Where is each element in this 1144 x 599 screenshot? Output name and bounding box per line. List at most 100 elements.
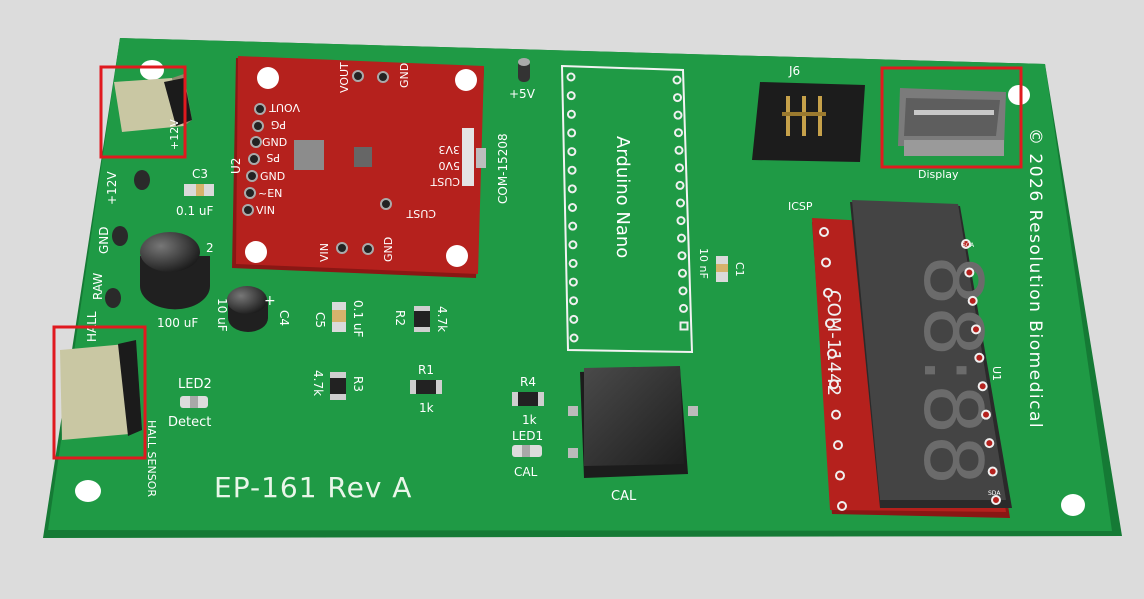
mount-hole-br — [1061, 494, 1085, 516]
regulator-breakout: VOUT PG GND PS GND ~EN VIN U2 VOUT GND V… — [229, 56, 486, 278]
hall-sensor-label: HALL SENSOR — [145, 420, 158, 497]
left-pad-group: +12V GND RAW HALL — [85, 170, 150, 342]
pin-hole — [819, 227, 829, 237]
svg-text:GND: GND — [262, 136, 287, 149]
copyright-text: © 2026 Resolution Biomedical — [1025, 128, 1045, 429]
pin-hole — [675, 163, 684, 173]
pad-gnd — [112, 226, 128, 246]
display-digits-top: 88:88 — [906, 255, 999, 486]
cal-button-label: CAL — [611, 489, 637, 504]
display-part: COM-11442 — [823, 290, 844, 396]
arduino-pins-right — [672, 75, 689, 331]
r2-ref: R2 — [393, 310, 407, 326]
pin-hole — [567, 184, 577, 194]
svg-text:3V3: 3V3 — [438, 143, 460, 156]
c2-ref: 2 — [206, 241, 214, 255]
regulator-left-pins: VOUT PG GND PS GND ~EN VIN — [242, 101, 300, 217]
test-point-5v: +5V — [509, 58, 536, 101]
resistor-r4: R4 1k — [512, 375, 544, 427]
power-connector: +12V — [99, 65, 192, 159]
regulator-ic — [354, 147, 372, 167]
cal-button[interactable]: CAL — [568, 366, 698, 504]
c5-value: 0.1 uF — [351, 300, 365, 338]
pad-12v — [134, 170, 150, 190]
pin-hole — [567, 128, 577, 138]
pin-hole — [568, 203, 577, 212]
r3-ref: R3 — [351, 376, 365, 392]
pin-hole — [567, 147, 577, 157]
r1-ref: R1 — [418, 363, 434, 377]
pad-raw — [105, 288, 121, 308]
arduino-label: Arduino Nano — [612, 136, 633, 258]
pin-hole — [566, 91, 576, 101]
pin-hole — [827, 348, 837, 359]
resistor-r1: R1 1k — [410, 363, 442, 415]
pin-hole — [678, 286, 688, 296]
display-pins-right — [961, 239, 1001, 505]
r2-value: 4.7k — [435, 306, 449, 332]
mount-hole-bl — [75, 480, 101, 502]
pin-hole — [833, 440, 843, 451]
pin-hole — [567, 165, 577, 175]
svg-text:GND: GND — [398, 63, 411, 88]
pin-hole — [568, 221, 578, 231]
pin-hole — [823, 287, 833, 298]
pin-hole — [991, 495, 1001, 505]
svg-text:GND: GND — [382, 237, 395, 262]
led-led2: LED2 Detect — [168, 377, 212, 430]
pin-hole — [675, 180, 685, 190]
display-connector: Display — [880, 66, 1023, 181]
c4-ref: C4 — [277, 310, 291, 326]
pin-hole — [566, 72, 576, 82]
pin-hole — [676, 216, 686, 226]
pin-hole — [569, 333, 579, 343]
c1-ref: C1 — [733, 262, 746, 277]
j6-label: J6 — [788, 64, 800, 78]
led-led1: LED1 CAL — [512, 429, 543, 479]
pad-label-gnd: GND — [97, 226, 111, 254]
svg-text:CUST: CUST — [430, 175, 460, 188]
board-title: EP-161 Rev A — [214, 471, 412, 504]
pin-hole — [825, 318, 835, 329]
svg-text:~EN: ~EN — [258, 187, 282, 200]
hall-sensor-connector: HALL SENSOR — [52, 325, 158, 497]
pin-hole — [674, 145, 684, 155]
pin-hole — [674, 128, 683, 138]
c2-value: 100 uF — [157, 316, 198, 330]
regulator-part-number: COM-15208 — [496, 133, 510, 204]
pin-hole — [984, 438, 995, 449]
svg-text:+5V: +5V — [509, 87, 536, 101]
pin-hole — [974, 352, 985, 363]
pin-hole — [831, 409, 841, 420]
svg-text:VIN: VIN — [318, 243, 331, 262]
r4-value: 1k — [522, 413, 537, 427]
display-connector-highlight — [880, 66, 1023, 169]
pin-hole — [568, 240, 578, 250]
pin-hole — [677, 251, 687, 261]
pad-label-raw: RAW — [91, 273, 105, 300]
pin-hole — [679, 321, 689, 331]
seven-segment-module: 88:88 COM-11442 SCA SDA U1 — [812, 200, 1012, 518]
led2-value: Detect — [168, 415, 211, 430]
pin-hole — [967, 295, 978, 306]
svg-text:VOUT: VOUT — [338, 62, 351, 93]
resistor-r3: 4.7k R3 — [311, 370, 365, 400]
svg-text:SCA: SCA — [962, 242, 975, 249]
capacitor-c3: C3 0.1 uF — [176, 167, 214, 218]
pin-hole — [672, 75, 682, 85]
svg-text:PS: PS — [266, 151, 280, 164]
c5-ref: C5 — [313, 312, 327, 328]
c4-value: 10 uF — [215, 298, 229, 332]
arduino-pins-left — [566, 72, 579, 343]
pin-hole — [821, 257, 831, 268]
regulator-inductor — [294, 140, 324, 170]
capacitor-c2: 2 100 uF — [140, 232, 214, 330]
regulator-cust-pad-label: CUST — [406, 207, 436, 220]
pin-hole — [964, 267, 975, 278]
led1-ref: LED1 — [512, 429, 543, 443]
svg-text:SDA: SDA — [988, 490, 1001, 497]
pin-hole — [829, 379, 839, 390]
regulator-refdes: U2 — [229, 158, 243, 174]
svg-text:PG: PG — [271, 118, 286, 131]
